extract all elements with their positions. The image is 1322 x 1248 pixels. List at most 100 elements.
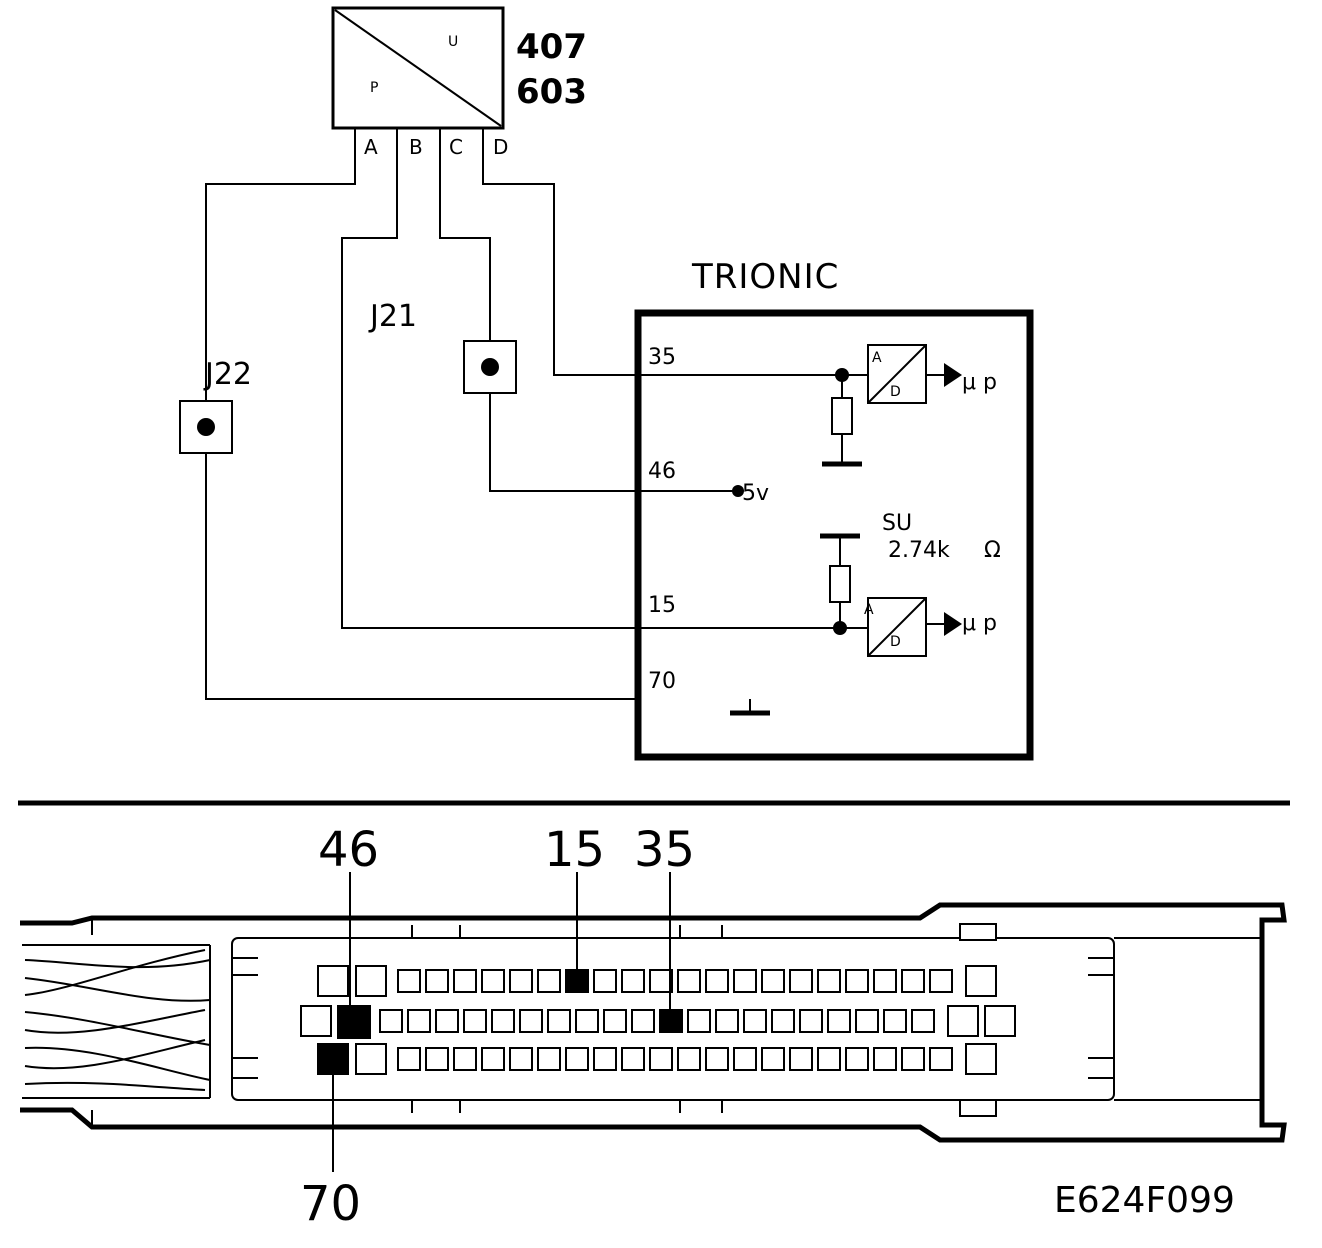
connector-pin	[873, 969, 897, 993]
pressure-sensor: U P 407 603 A B C D	[331, 6, 587, 162]
connector-pin	[965, 965, 997, 997]
pin-grid	[300, 965, 1016, 1075]
sensor-id-line2: 603	[516, 72, 587, 112]
connector-pin	[537, 969, 561, 993]
connector-pin	[855, 1009, 879, 1033]
sensor-pin-b: B	[409, 135, 423, 159]
connector-pin	[761, 969, 785, 993]
adc-channel-15: A D	[864, 597, 927, 657]
connector-housing	[20, 902, 1287, 1143]
connector-pin	[425, 969, 449, 993]
connector-pin	[733, 1047, 757, 1071]
sensor-pin-c: C	[449, 135, 463, 159]
connector-pin	[965, 1043, 997, 1075]
connector-pin	[621, 969, 645, 993]
ecu-title: TRIONIC	[691, 257, 839, 297]
junction-j21-label: J21	[368, 299, 417, 334]
connector-pin	[397, 1047, 421, 1071]
trionic-ecu: TRIONIC 35 46 15 70 A D μ p 5v SU 2.74k	[634, 257, 1034, 761]
connector-pin	[733, 969, 757, 993]
connector-pin	[355, 965, 387, 997]
connector-pin	[300, 1005, 332, 1037]
connector-pin	[355, 1043, 387, 1075]
connector-pin	[705, 969, 729, 993]
ecu-su-value: 2.74k	[888, 538, 950, 563]
ecu-ohm-symbol: Ω	[984, 538, 1001, 563]
connector-pin	[565, 1047, 589, 1071]
cable-bundle	[22, 944, 211, 1099]
adc-channel-35: A D	[867, 344, 927, 404]
connector-pin	[435, 1009, 459, 1033]
connector-pin	[621, 1047, 645, 1071]
connector-pin	[901, 969, 925, 993]
connector-pin	[547, 1009, 571, 1033]
connector-pin	[407, 1009, 431, 1033]
connector-pin	[575, 1009, 599, 1033]
connector-pin	[929, 969, 953, 993]
ecu-mu-p-15: μ p	[962, 611, 997, 636]
connector-pin	[425, 1047, 449, 1071]
connector-pin	[379, 1009, 403, 1033]
ecu-mu-p-35: μ p	[962, 370, 997, 395]
connector-pin	[761, 1047, 785, 1071]
connector-pin	[649, 969, 673, 993]
pin-callouts: 46 15 35 70	[300, 822, 695, 1232]
connector-pin	[509, 1047, 533, 1071]
connector-pin	[687, 1009, 711, 1033]
adc-35-d-label: D	[890, 384, 901, 400]
adc-35-a-label: A	[872, 350, 882, 366]
ecu-pin-70: 70	[648, 669, 676, 694]
ecu-su-label: SU	[882, 511, 912, 536]
connector-pin	[317, 965, 349, 997]
connector-pin	[827, 1009, 851, 1033]
connector-pin	[463, 1009, 487, 1033]
connector-pin	[984, 1005, 1016, 1037]
adc-15-d-label: D	[890, 634, 901, 650]
connector-pin	[537, 1047, 561, 1071]
connector-pin	[817, 1047, 841, 1071]
junction-j22-label: J22	[203, 357, 252, 392]
sensor-symbol-u: U	[448, 34, 458, 50]
connector-pin-46	[337, 1005, 371, 1039]
ecu-connector	[20, 902, 1287, 1143]
connector-pin	[705, 1047, 729, 1071]
connector-pin	[799, 1009, 823, 1033]
connector-pin	[929, 1047, 953, 1071]
junction-j22: J22	[179, 357, 252, 454]
connector-pin	[845, 969, 869, 993]
connector-pin	[631, 1009, 655, 1033]
sensor-pin-d: D	[493, 135, 508, 159]
ecu-pin-15: 15	[648, 593, 676, 618]
connector-pin	[715, 1009, 739, 1033]
callout-70: 70	[300, 1176, 361, 1232]
connector-pin	[947, 1005, 979, 1037]
connector-pin	[603, 1009, 627, 1033]
connector-pin	[593, 969, 617, 993]
output-arrow-35	[944, 363, 962, 387]
connector-pin	[397, 969, 421, 993]
sensor-pin-a: A	[364, 135, 378, 159]
ecu-pin-35: 35	[648, 345, 676, 370]
output-arrow-15	[944, 612, 962, 636]
connector-pin	[901, 1047, 925, 1071]
callout-35: 35	[634, 822, 695, 878]
connector-pin	[481, 969, 505, 993]
connector-pin	[481, 1047, 505, 1071]
connector-pin	[911, 1009, 935, 1033]
connector-pin	[649, 1047, 673, 1071]
junction-j21: J21	[368, 299, 517, 394]
connector-pin	[789, 1047, 813, 1071]
connector-pin	[845, 1047, 869, 1071]
wires	[205, 162, 838, 700]
connector-pin	[519, 1009, 543, 1033]
adc-15-a-label: A	[864, 602, 874, 618]
connector-pin	[453, 1047, 477, 1071]
connector-pin	[873, 1047, 897, 1071]
connector-pin	[817, 969, 841, 993]
connector-pin	[593, 1047, 617, 1071]
connector-pin	[491, 1009, 515, 1033]
connector-pin	[743, 1009, 767, 1033]
connector-pin	[453, 969, 477, 993]
connector-pin	[677, 1047, 701, 1071]
